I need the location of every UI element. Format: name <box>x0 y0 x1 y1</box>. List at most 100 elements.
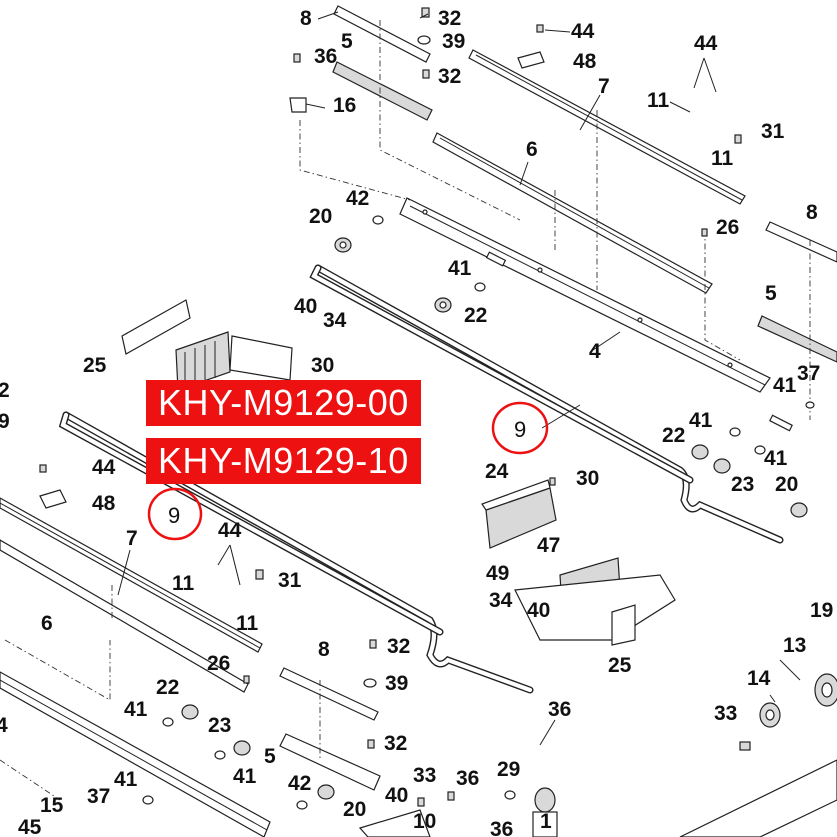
lower-pulleys <box>142 704 335 810</box>
highlight-circle-right: 9 <box>491 401 549 455</box>
callout-37: 37 <box>87 785 110 808</box>
callout-1: 1 <box>540 810 552 833</box>
callout-34: 34 <box>323 309 347 332</box>
callout-22: 22 <box>156 676 179 699</box>
callout-16: 16 <box>333 94 356 117</box>
callout-32: 32 <box>438 7 461 30</box>
callout-29: 29 <box>497 758 520 781</box>
base-plate-right <box>679 759 837 837</box>
highlight-label-right: 9 <box>514 417 526 442</box>
callout-44: 44 <box>218 519 242 542</box>
callout-32: 32 <box>438 65 461 88</box>
callout-30: 30 <box>311 354 334 377</box>
callout-36: 36 <box>548 698 571 721</box>
callout-48: 48 <box>92 492 116 515</box>
callout-6: 6 <box>41 612 53 635</box>
upper-guide-rail-7 <box>468 49 746 205</box>
upper-bracket-16 <box>289 97 307 113</box>
upper-bar-8 <box>333 5 431 63</box>
callout-41: 41 <box>689 409 713 432</box>
callout-33: 33 <box>714 702 737 725</box>
right-pulleys <box>691 401 815 518</box>
callout-44: 44 <box>571 20 595 43</box>
washer-42-top <box>372 215 384 225</box>
callout-26: 26 <box>716 216 739 239</box>
callout-36: 36 <box>490 818 513 837</box>
callout-41: 41 <box>764 447 788 470</box>
callout-33: 33 <box>413 764 436 787</box>
callout-34: 34 <box>489 589 513 612</box>
callout-8: 8 <box>806 201 818 224</box>
belt-lower <box>58 411 534 694</box>
callout-41: 41 <box>233 765 257 788</box>
callout-15: 15 <box>40 794 64 817</box>
callout-36: 36 <box>456 767 479 790</box>
highlight-label-left: 9 <box>168 503 180 528</box>
leader-lines <box>117 11 801 746</box>
callout-4: 4 <box>589 340 601 363</box>
part-number-banner-1: KHY-M9129-00 <box>146 380 421 426</box>
callout-30: 30 <box>576 467 599 490</box>
callout-39: 39 <box>442 30 465 53</box>
upper-frame-rail <box>399 197 793 432</box>
pulley-14 <box>759 702 781 728</box>
callout-20: 20 <box>775 473 798 496</box>
callout-47: 47 <box>537 534 560 557</box>
controller-board-25-left <box>121 299 293 391</box>
callout-40: 40 <box>385 784 408 807</box>
callout-6: 6 <box>526 138 538 161</box>
lower-guide-rail-6 <box>0 539 249 693</box>
part-number-banner-2: KHY-M9129-10 <box>146 438 421 484</box>
lower-guide-rail-7 <box>0 497 263 653</box>
callout-20: 20 <box>343 798 366 821</box>
callout-25: 25 <box>83 354 107 377</box>
screws <box>39 7 751 807</box>
bracket-48-upper <box>517 51 545 69</box>
callout-5: 5 <box>264 745 276 768</box>
callout-25: 25 <box>608 654 632 677</box>
motor-mount-10 <box>358 809 431 837</box>
callout-42: 42 <box>346 187 369 210</box>
callout-39: 39 <box>385 672 408 695</box>
callout-48: 48 <box>573 50 597 73</box>
callout-32: 32 <box>384 732 407 755</box>
callout-41: 41 <box>124 698 148 721</box>
callout-31: 31 <box>278 569 302 592</box>
pulley-20-top <box>334 237 352 253</box>
callout-2: 2 <box>0 379 10 402</box>
callout-23: 23 <box>731 473 754 496</box>
callout-40: 40 <box>527 599 550 622</box>
callout-8: 8 <box>300 7 312 30</box>
callout-9: 9 <box>0 410 10 433</box>
callout-41: 41 <box>114 768 138 791</box>
callout-26: 26 <box>207 652 230 675</box>
pulley-22-top <box>434 297 452 313</box>
cover-24 <box>481 479 557 549</box>
drive-pulley-13 <box>814 673 837 707</box>
callout-32: 32 <box>387 635 410 658</box>
callout-7: 7 <box>126 527 138 550</box>
callout-11: 11 <box>236 612 259 635</box>
lower-bar-8 <box>279 667 379 721</box>
callout-11: 11 <box>711 147 734 170</box>
callout-41: 41 <box>773 374 797 397</box>
callout-41: 41 <box>448 257 472 280</box>
washer-41-top <box>474 282 486 292</box>
callout-23: 23 <box>208 714 231 737</box>
upper-guide-rail-6 <box>432 132 713 294</box>
motor-1 <box>532 787 558 837</box>
callout-36: 36 <box>314 45 337 68</box>
belt-upper <box>309 264 784 544</box>
lower-bar-5 <box>279 733 381 791</box>
callout-20: 20 <box>309 205 332 228</box>
callout-11: 11 <box>647 89 670 112</box>
callout-44: 44 <box>92 456 116 479</box>
right-edge-bars <box>757 221 837 363</box>
callout-37: 37 <box>797 362 820 385</box>
lower-frame-rail <box>0 671 271 837</box>
callout-24: 24 <box>485 460 509 483</box>
callout-13: 13 <box>783 634 806 657</box>
callout-10: 10 <box>413 810 436 833</box>
